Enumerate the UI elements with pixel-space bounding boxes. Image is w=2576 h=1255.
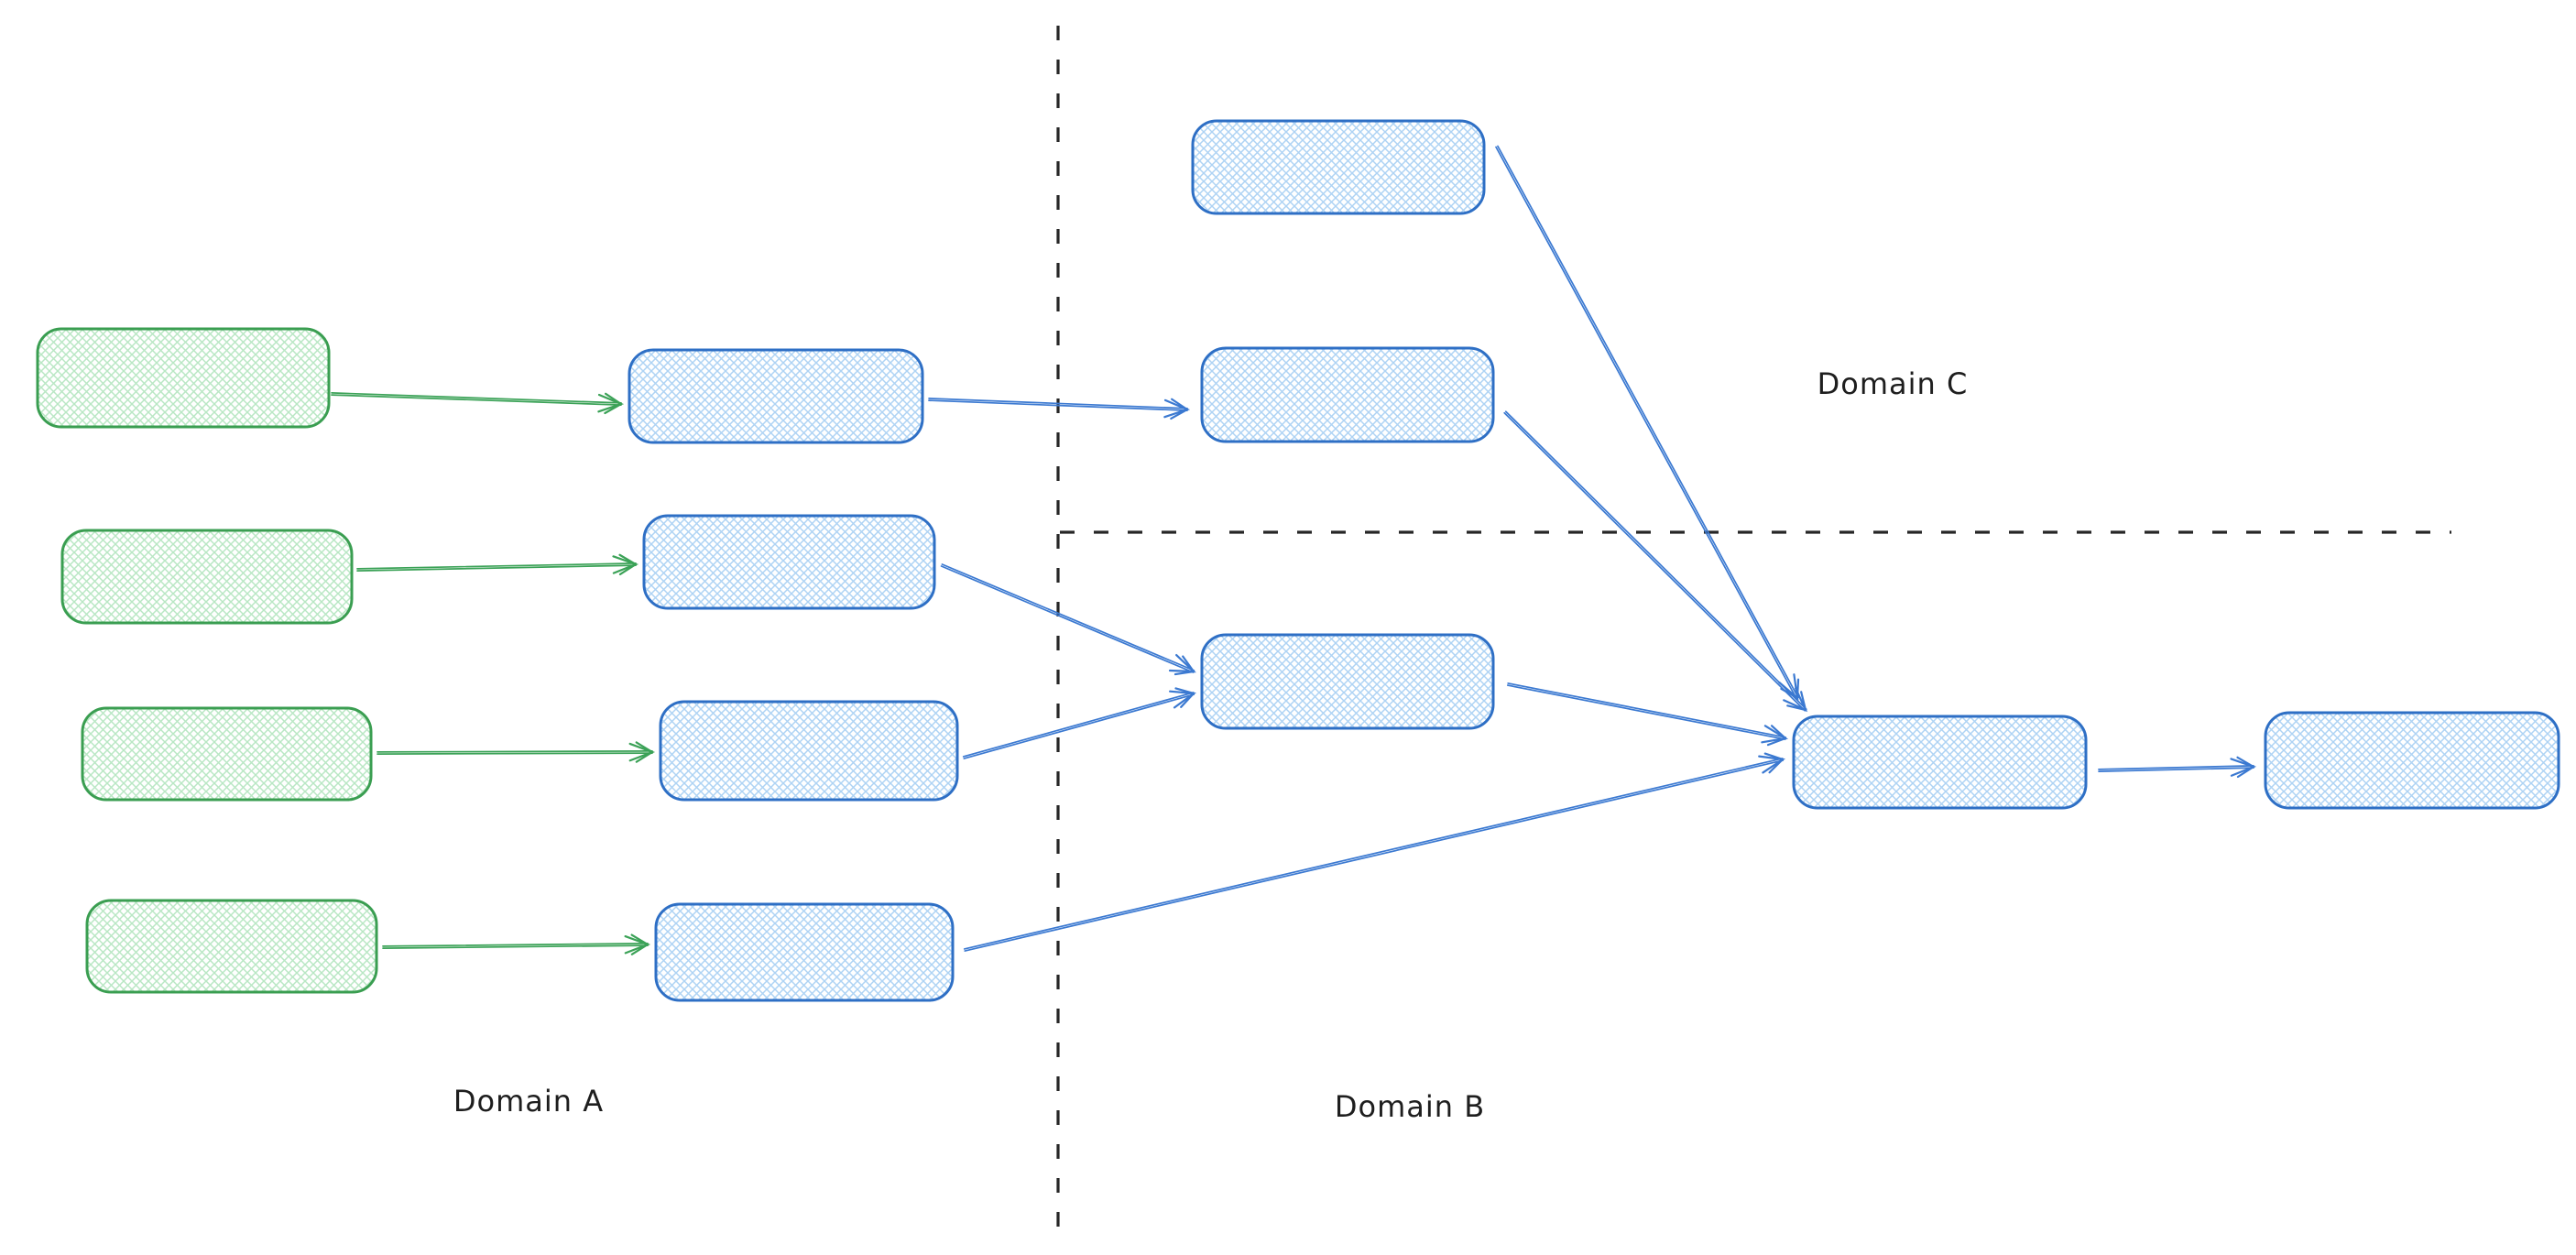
- arrow-c2-to-b2[interactable]: [1503, 410, 1808, 713]
- node-blue-c1[interactable]: [1191, 119, 1486, 215]
- node-blue-a2[interactable]: [642, 514, 936, 610]
- arrow-a1-to-c2[interactable]: [928, 398, 1191, 420]
- arrow-green4-to-a4[interactable]: [382, 933, 651, 955]
- arrow-a3-to-b1[interactable]: [962, 687, 1197, 759]
- label-domain-a[interactable]: Domain A: [453, 1084, 604, 1119]
- label-domain-b[interactable]: Domain B: [1335, 1089, 1485, 1124]
- arrow-a2-to-b1[interactable]: [940, 563, 1196, 676]
- node-green-2[interactable]: [60, 529, 354, 625]
- arrow-green3-to-a3[interactable]: [377, 741, 656, 763]
- node-blue-a1[interactable]: [628, 348, 924, 444]
- label-domain-c[interactable]: Domain C: [1817, 366, 1969, 401]
- node-green-1[interactable]: [36, 327, 331, 429]
- arrow-a4-to-b2[interactable]: [963, 752, 1786, 952]
- arrow-green2-to-a2[interactable]: [356, 553, 639, 576]
- arrow-b1-to-b2[interactable]: [1506, 682, 1789, 747]
- arrow-b2-to-b3[interactable]: [2098, 756, 2257, 779]
- node-blue-a4[interactable]: [654, 902, 955, 1002]
- arrow-green1-to-a1[interactable]: [331, 392, 625, 415]
- arrow-c1-to-b2[interactable]: [1495, 145, 1800, 701]
- node-blue-c2[interactable]: [1200, 346, 1495, 443]
- node-blue-a3[interactable]: [659, 700, 959, 802]
- node-green-4[interactable]: [85, 899, 378, 994]
- node-blue-b2[interactable]: [1792, 715, 2088, 810]
- node-green-3[interactable]: [81, 706, 373, 802]
- node-blue-b1[interactable]: [1200, 633, 1495, 730]
- node-blue-b3[interactable]: [2264, 711, 2560, 810]
